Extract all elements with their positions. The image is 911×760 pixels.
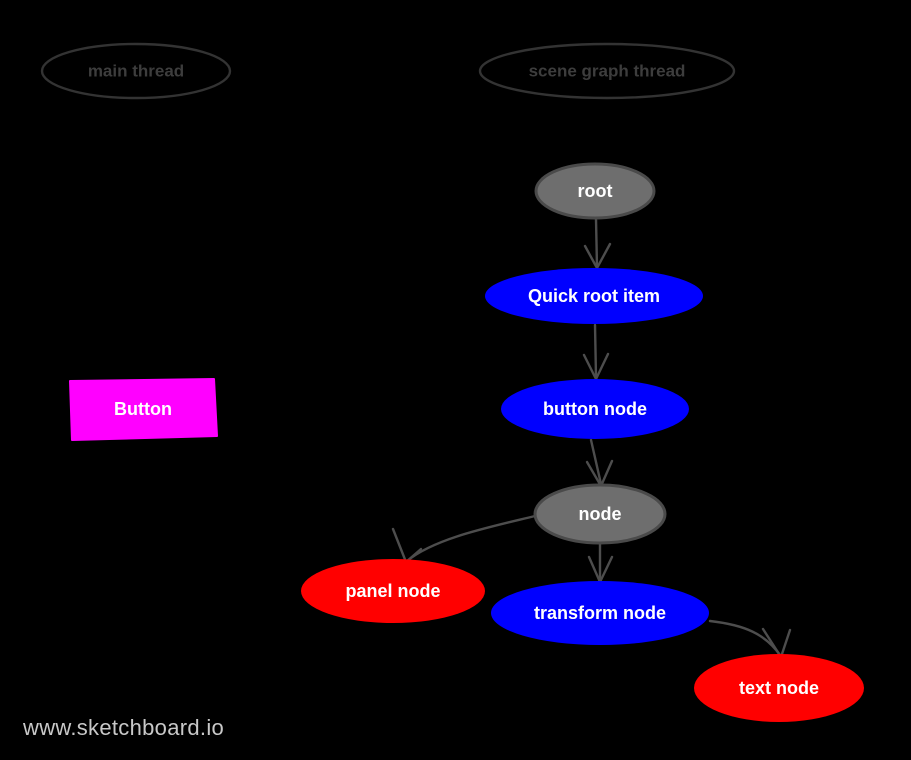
shapes-layer: Button	[69, 378, 218, 441]
node-button-node[interactable]: button node	[501, 379, 689, 439]
shape-label: Button	[114, 399, 172, 419]
node-ellipse	[694, 654, 864, 722]
watermark-sketchboard: www.sketchboard.io	[22, 715, 224, 740]
edge-arrowhead-icon	[761, 627, 792, 659]
node-label: transform node	[534, 603, 666, 623]
swimlanes-layer: main thread scene graph thread	[40, 42, 736, 100]
node-label: button node	[543, 399, 647, 419]
node-transform-node[interactable]: transform node	[491, 581, 709, 645]
node-text-node[interactable]: text node	[694, 654, 864, 722]
node-label: root	[578, 181, 613, 201]
swimlane-outline	[478, 42, 736, 100]
node-ellipse	[491, 581, 709, 645]
shape-button-widget[interactable]: Button	[69, 378, 218, 441]
edge-root-to-quick-root-item	[583, 217, 612, 270]
node-ellipse	[485, 268, 703, 324]
swimlane-label: scene graph thread	[529, 61, 686, 80]
swimlane-outline	[40, 42, 232, 100]
edge-line	[594, 217, 599, 269]
edge-arrowhead-icon	[582, 352, 610, 381]
node-root[interactable]: root	[534, 162, 656, 220]
edge-line	[405, 514, 537, 563]
node-ellipse	[534, 162, 656, 220]
node-label: panel node	[345, 581, 440, 601]
edge-arrowhead-icon	[391, 527, 423, 564]
node-ellipse	[501, 379, 689, 439]
swimlane-main-thread[interactable]: main thread	[40, 42, 232, 100]
edge-button-node-to-node	[585, 438, 614, 488]
node-ellipse	[533, 483, 667, 545]
node-panel-node[interactable]: panel node	[301, 559, 485, 623]
node-ellipse	[301, 559, 485, 623]
edge-node-to-panel-node	[391, 514, 537, 564]
node-label: node	[579, 504, 622, 524]
shape-body	[69, 378, 218, 441]
swimlane-label: main thread	[88, 61, 184, 80]
edge-line	[593, 323, 598, 379]
edge-node-to-transform-node	[587, 542, 614, 584]
edge-transform-node-to-text-node	[708, 619, 792, 659]
node-label: text node	[739, 678, 819, 698]
node-label: Quick root item	[528, 286, 660, 306]
edge-line	[589, 438, 603, 486]
swimlane-scene-graph-thread[interactable]: scene graph thread	[478, 42, 736, 100]
node-node[interactable]: node	[533, 483, 667, 545]
node-quick-root-item[interactable]: Quick root item	[485, 268, 703, 324]
edge-quick-root-item-to-button-node	[582, 323, 610, 381]
edge-arrowhead-icon	[583, 242, 612, 270]
